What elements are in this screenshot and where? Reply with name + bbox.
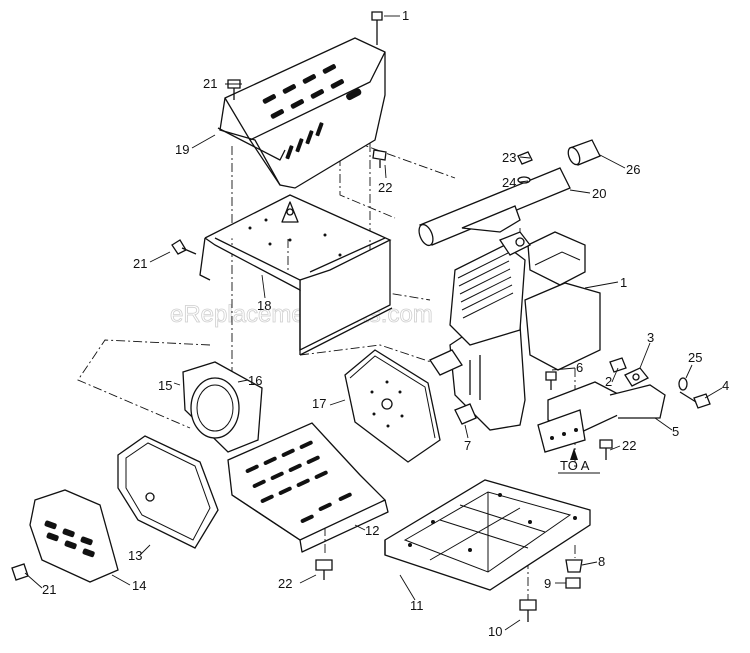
part-13-side-plate xyxy=(117,435,219,549)
part-14-front-panel xyxy=(29,489,119,583)
callout-6: 6 xyxy=(576,360,583,375)
callout-17: 17 xyxy=(312,396,326,411)
callout-numbers: 1 1 2 3 4 5 6 7 8 9 10 11 12 13 14 15 16… xyxy=(42,8,729,639)
callout-1-engine: 1 xyxy=(620,275,627,290)
part-17-back-panel xyxy=(344,349,441,463)
part-26-sleeve xyxy=(567,139,601,166)
callout-22-upper: 22 xyxy=(378,180,392,195)
callout-10: 10 xyxy=(488,624,502,639)
part-23-nut xyxy=(517,151,533,165)
callout-13: 13 xyxy=(128,548,142,563)
callout-25: 25 xyxy=(688,350,702,365)
callout-18: 18 xyxy=(257,298,271,313)
callout-14: 14 xyxy=(132,578,146,593)
callout-23: 23 xyxy=(502,150,516,165)
callout-3: 3 xyxy=(647,330,654,345)
callout-9: 9 xyxy=(544,576,551,591)
callout-15: 15 xyxy=(158,378,172,393)
callout-21-middle: 21 xyxy=(133,256,147,271)
callout-21-top: 21 xyxy=(203,76,217,91)
part-1-engine xyxy=(429,231,601,431)
callout-16: 16 xyxy=(248,373,262,388)
callout-8: 8 xyxy=(598,554,605,569)
callout-4: 4 xyxy=(722,378,729,393)
to-a-label: TO A xyxy=(560,458,590,473)
callout-2: 2 xyxy=(605,374,612,389)
part-15-16-fan-shroud xyxy=(182,361,263,453)
fasteners xyxy=(11,11,711,622)
callout-22-right: 22 xyxy=(622,438,636,453)
part-5-muffler xyxy=(537,381,666,453)
callout-21-bottom: 21 xyxy=(42,582,56,597)
callout-24: 24 xyxy=(502,175,516,190)
callout-7: 7 xyxy=(464,438,471,453)
part-11-base-plate xyxy=(384,479,591,591)
part-12-lower-pan xyxy=(227,422,389,553)
part-19-top-cover xyxy=(217,37,386,189)
part-24-washer xyxy=(517,176,531,184)
callout-20: 20 xyxy=(592,186,606,201)
callout-26: 26 xyxy=(626,162,640,177)
callout-leaders xyxy=(24,15,723,631)
part-20-tube xyxy=(418,167,571,247)
callout-11: 11 xyxy=(410,598,424,613)
callout-22-lower: 22 xyxy=(278,576,292,591)
callout-5: 5 xyxy=(672,424,679,439)
to-a-note: TO A xyxy=(558,448,600,474)
callout-12: 12 xyxy=(365,523,379,538)
part-3-gasket xyxy=(624,367,650,387)
part-18-upper-housing xyxy=(199,194,393,356)
callout-19: 19 xyxy=(175,142,189,157)
callout-1-top: 1 xyxy=(402,8,409,23)
